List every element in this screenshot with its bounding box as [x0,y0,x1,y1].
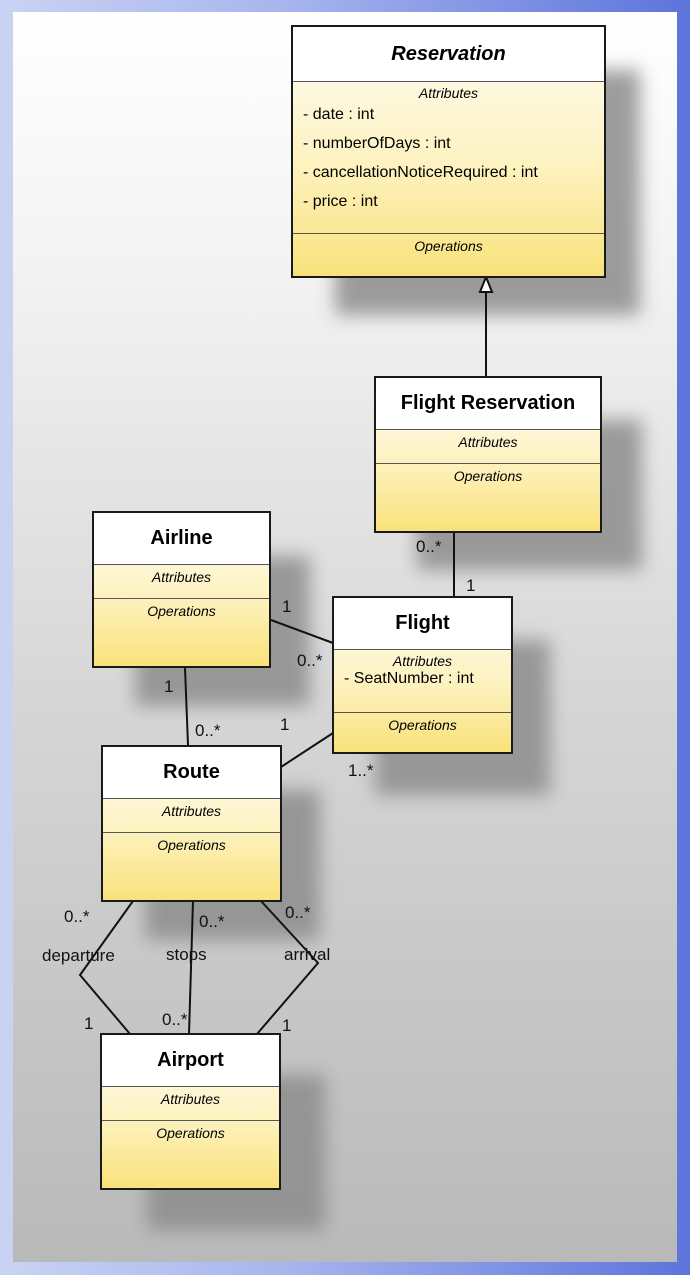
class-airline[interactable]: Airline Attributes Operations [92,511,271,668]
operations-title: Operations [414,238,483,254]
attributes-title: Attributes [161,803,222,819]
stops-line [188,900,194,1035]
multiplicity-label: 0..* [199,912,225,931]
multiplicity-label: 0..* [285,903,311,922]
attribute: - cancellationNoticeRequired : int [303,164,538,181]
class-flight-reservation[interactable]: Flight Reservation Attributes Operations [374,376,602,533]
airline-route-line [184,667,189,746]
multiplicity-label: 0..* [64,907,90,926]
attribute: - price : int [303,193,378,210]
arrival-line [256,900,320,1035]
airline-flight-line [270,619,334,644]
operations-section: Operations [293,234,604,254]
multiplicity-label: 0..* [416,537,442,556]
class-name: Flight [334,598,511,650]
role-label: departure [42,946,115,965]
generalization-arrowhead [478,274,494,293]
class-name: Route [103,747,280,799]
attributes-section: Attributes - date : int - numberOfDays :… [293,82,604,234]
multiplicity-label: 1 [466,576,476,595]
multiplicity-label: 1 [164,677,174,696]
attributes-section: Attributes - SeatNumber : int [334,650,511,713]
operations-section: Operations [94,599,269,619]
attribute: - numberOfDays : int [303,135,451,152]
class-name: Flight Reservation [376,378,600,430]
multiplicity-label: 0..* [162,1010,188,1029]
class-flight[interactable]: Flight Attributes - SeatNumber : int Ope… [332,596,513,754]
multiplicity-label: 1 [280,715,290,734]
role-label: stops [166,945,207,964]
class-name: Reservation [293,27,604,82]
route-flight-line [280,732,334,768]
operations-title: Operations [156,1125,225,1141]
operations-title: Operations [453,468,523,484]
operations-section: Operations [334,713,511,733]
departure-line [78,900,134,1035]
attributes-title: Attributes [392,653,453,669]
attributes-title: Attributes [151,569,212,585]
operations-section: Operations [102,1121,279,1141]
attributes-section: Attributes [102,1087,279,1121]
operations-section: Operations [376,464,600,484]
attribute: - date : int [303,106,375,123]
multiplicity-label: 0..* [297,651,323,670]
operations-section: Operations [103,833,280,853]
multiplicity-label: 1 [84,1014,94,1033]
attributes-title: Attributes [458,434,518,450]
class-name: Airline [94,513,269,565]
class-name: Airport [102,1035,279,1087]
attributes-title: Attributes [418,85,479,101]
role-label: arrival [284,945,331,964]
multiplicity-label: 0..* [195,721,221,740]
class-reservation[interactable]: Reservation Attributes - date : int - nu… [291,25,606,278]
attribute: - SeatNumber : int [344,670,474,687]
multiplicity-label: 1 [282,597,292,616]
class-route[interactable]: Route Attributes Operations [101,745,282,902]
multiplicity-label: 1 [282,1016,292,1035]
class-airport[interactable]: Airport Attributes Operations [100,1033,281,1190]
operations-title: Operations [388,717,457,733]
attributes-section: Attributes [376,430,600,464]
operations-title: Operations [157,837,226,853]
attributes-section: Attributes [94,565,269,599]
multiplicity-label: 1..* [348,761,374,780]
attributes-title: Attributes [160,1091,221,1107]
attributes-section: Attributes [103,799,280,833]
operations-title: Operations [147,603,216,619]
